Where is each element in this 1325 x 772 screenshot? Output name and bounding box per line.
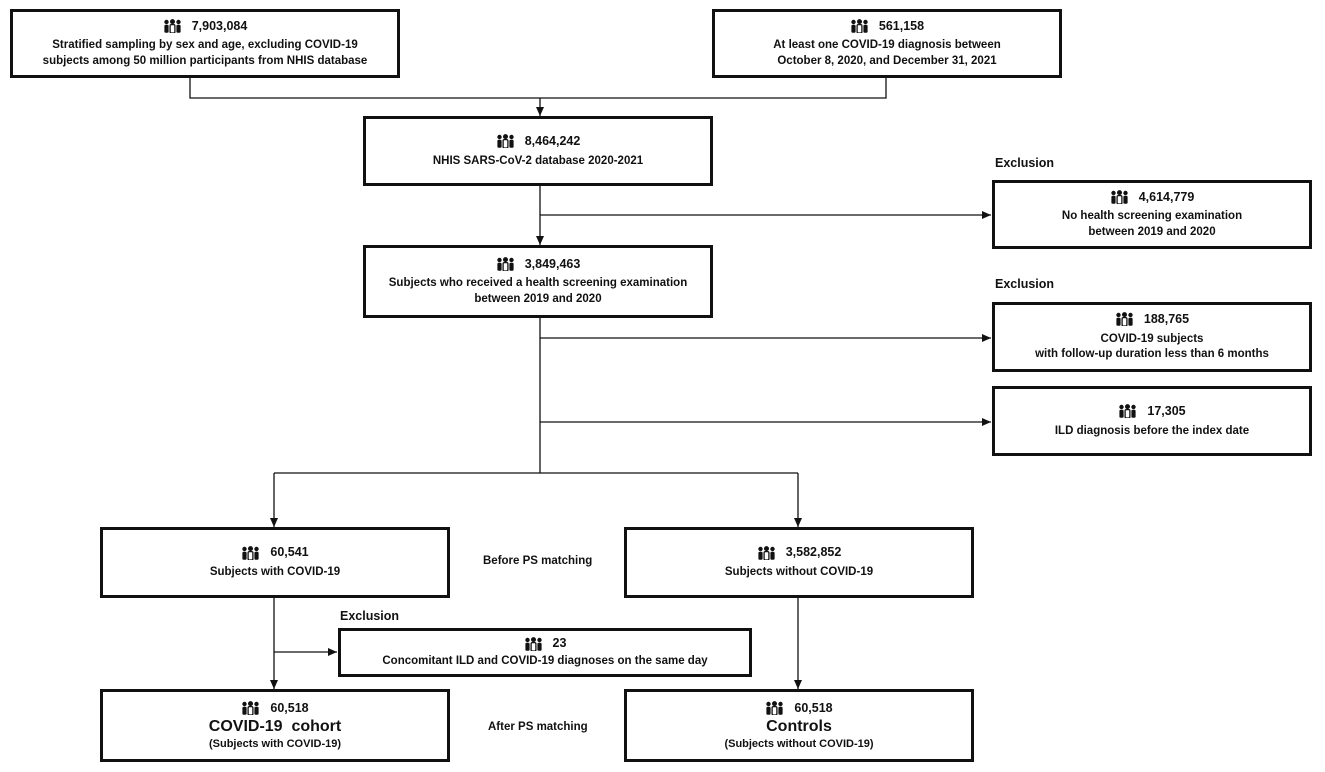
people-group-icon — [765, 701, 784, 716]
desc-covid-diagnosis-2: October 8, 2020, and December 31, 2021 — [777, 54, 997, 67]
box-screened: 3,849,463 Subjects who received a health… — [363, 245, 713, 318]
desc-database: NHIS SARS-CoV-2 database 2020-2021 — [432, 154, 644, 167]
desc-sampling-2: subjects among 50 million participants f… — [42, 54, 368, 67]
desc-excl-followup-1: COVID-19 subjects — [1100, 332, 1204, 345]
people-group-icon — [757, 545, 776, 561]
count-excl-no-screening: 4,614,779 — [1138, 189, 1195, 204]
desc-excl-followup-2: with follow-up duration less than 6 mont… — [1035, 348, 1269, 361]
box-excl-ild: 17,305 ILD diagnosis before the index da… — [992, 386, 1312, 456]
desc-excl-ild: ILD diagnosis before the index date — [1054, 424, 1250, 437]
people-group-icon — [1115, 312, 1134, 328]
box-with-covid: 60,541 Subjects with COVID-19 — [100, 527, 450, 598]
box-covid-diagnosis: 561,158 At least one COVID-19 diagnosis … — [712, 9, 1062, 78]
sub-covid-cohort: (Subjects with COVID-19) — [208, 737, 342, 750]
desc-excl-no-screening-2: between 2019 and 2020 — [1088, 225, 1216, 238]
box-controls: 60,518 Controls (Subjects without COVID-… — [624, 689, 974, 762]
exclusion-label-2: Exclusion — [995, 277, 1055, 291]
people-group-icon — [1110, 190, 1129, 205]
box-sampling: 7,903,084 Stratified sampling by sex and… — [10, 9, 400, 78]
title-covid-cohort: COVID-19 cohort — [208, 718, 342, 736]
count-excl-ild: 17,305 — [1147, 403, 1186, 418]
exclusion-label-1: Exclusion — [995, 156, 1055, 170]
people-group-icon — [1118, 404, 1137, 419]
people-group-icon — [163, 19, 182, 34]
count-without-covid: 3,582,852 — [785, 545, 842, 560]
desc-sampling-1: Stratified sampling by sex and age, excl… — [52, 39, 358, 52]
box-excl-followup: 188,765 COVID-19 subjects with follow-up… — [992, 302, 1312, 372]
count-excl-followup: 188,765 — [1143, 312, 1190, 327]
box-excl-no-screening: 4,614,779 No health screening examinatio… — [992, 180, 1312, 249]
count-database: 8,464,242 — [524, 133, 581, 148]
desc-without-covid: Subjects without COVID-19 — [724, 566, 874, 579]
before-ps-matching-label: Before PS matching — [483, 555, 593, 567]
desc-screened-1: Subjects who received a health screening… — [388, 277, 688, 290]
box-without-covid: 3,582,852 Subjects without COVID-19 — [624, 527, 974, 598]
connector-covid-dx — [540, 78, 887, 99]
people-group-icon — [850, 19, 869, 34]
people-group-icon — [241, 545, 260, 561]
people-group-icon — [524, 636, 543, 652]
box-covid-cohort: 60,518 COVID-19 cohort (Subjects with CO… — [100, 689, 450, 762]
count-sampling: 7,903,084 — [191, 18, 248, 33]
count-with-covid: 60,541 — [270, 545, 309, 560]
count-covid-diagnosis: 561,158 — [878, 18, 925, 33]
count-covid-cohort: 60,518 — [270, 700, 309, 715]
box-database: 8,464,242 NHIS SARS-CoV-2 database 2020-… — [363, 116, 713, 186]
desc-covid-diagnosis-1: At least one COVID-19 diagnosis between — [773, 39, 1001, 52]
people-group-icon — [496, 257, 515, 272]
exclusion-label-3: Exclusion — [340, 609, 400, 623]
desc-with-covid: Subjects with COVID-19 — [209, 566, 341, 579]
after-ps-matching-label: After PS matching — [488, 721, 588, 733]
desc-excl-same-day: Concomitant ILD and COVID-19 diagnoses o… — [382, 655, 708, 668]
box-excl-same-day: 23 Concomitant ILD and COVID-19 diagnose… — [338, 628, 752, 677]
count-screened: 3,849,463 — [524, 256, 581, 271]
connector-sampling — [189, 78, 540, 99]
people-group-icon — [496, 134, 515, 149]
desc-screened-2: between 2019 and 2020 — [474, 292, 602, 305]
desc-excl-no-screening-1: No health screening examination — [1061, 210, 1243, 223]
people-group-icon — [241, 701, 260, 716]
sub-controls: (Subjects without COVID-19) — [724, 737, 874, 750]
title-controls: Controls — [766, 718, 832, 736]
count-controls: 60,518 — [794, 700, 833, 715]
count-excl-same-day: 23 — [552, 636, 567, 651]
